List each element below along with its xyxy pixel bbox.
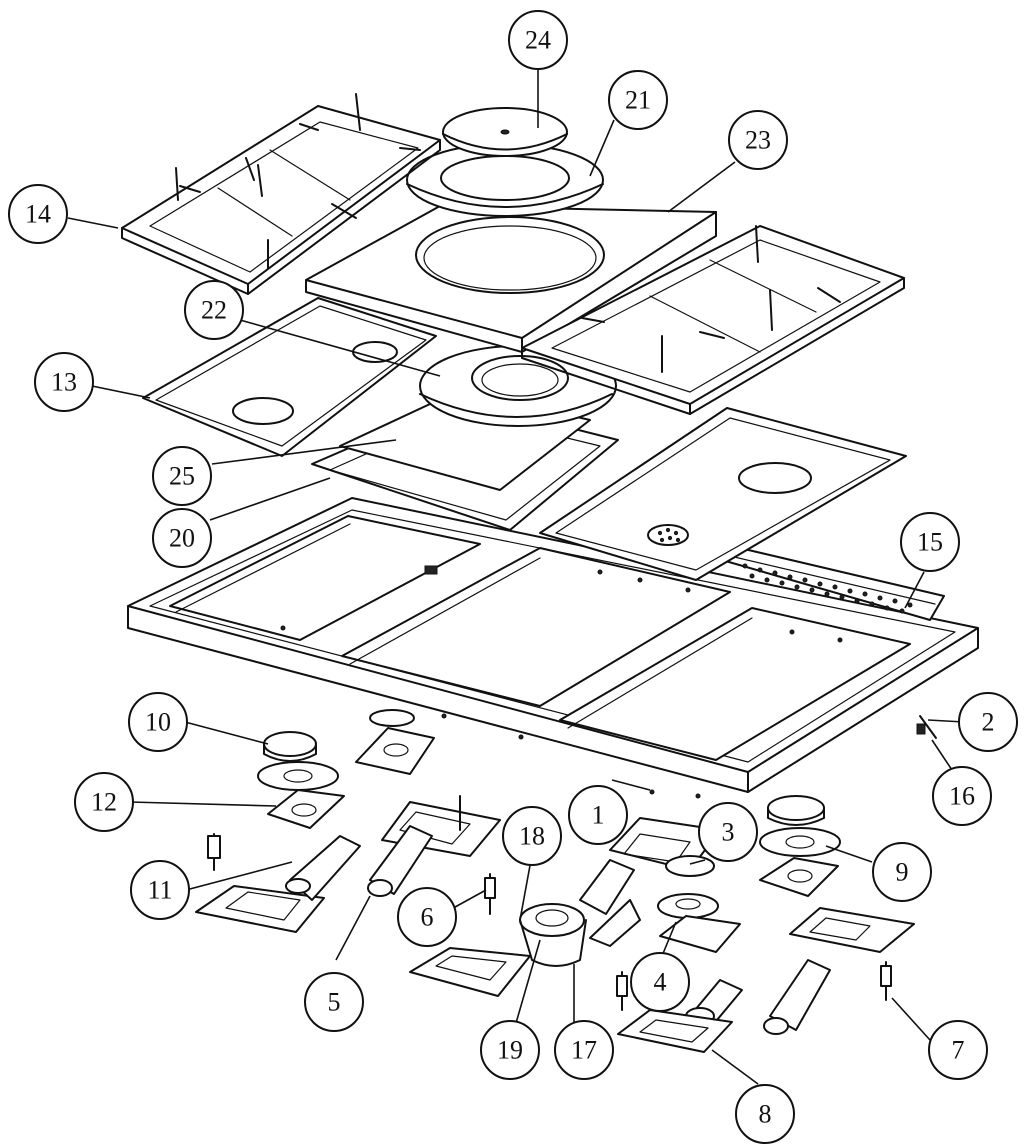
callout-22: 22 — [184, 280, 244, 340]
callout-label-23: 23 — [745, 126, 771, 155]
rear-burner-bracket — [355, 709, 435, 775]
right-drip-tray — [539, 407, 907, 581]
callout-label-11: 11 — [147, 876, 172, 905]
left-drip-tray — [142, 297, 437, 457]
main-frame — [127, 497, 979, 799]
left-burner-cap — [257, 731, 339, 791]
callout-label-13: 13 — [51, 368, 77, 397]
griddle-ring — [406, 143, 604, 217]
callout-label-3: 3 — [722, 818, 735, 847]
callout-label-5: 5 — [328, 988, 341, 1017]
left-valve-assembly — [195, 795, 501, 933]
callout-14: 14 — [8, 184, 68, 244]
callout-label-21: 21 — [625, 86, 651, 115]
callout-23: 23 — [728, 110, 788, 170]
callout-11: 11 — [130, 860, 190, 920]
callout-label-17: 17 — [571, 1036, 597, 1065]
callout-25: 25 — [152, 446, 212, 506]
callout-label-25: 25 — [169, 462, 195, 491]
callout-1: 1 — [568, 785, 628, 845]
leader-lines — [67, 60, 965, 1085]
callout-label-10: 10 — [145, 708, 171, 737]
callout-2: 2 — [958, 692, 1018, 752]
cover-disc — [442, 107, 568, 157]
callout-19: 19 — [480, 1020, 540, 1080]
right-burner-assembly — [616, 715, 937, 1053]
callout-label-1: 1 — [592, 801, 605, 830]
callout-label-19: 19 — [497, 1036, 523, 1065]
callout-label-24: 24 — [525, 26, 551, 55]
callout-label-8: 8 — [759, 1100, 772, 1129]
left-burner-bracket — [267, 789, 345, 829]
callout-20: 20 — [152, 508, 212, 568]
callout-8: 8 — [735, 1084, 795, 1144]
callout-label-7: 7 — [952, 1036, 965, 1065]
callout-12: 12 — [74, 772, 134, 832]
callout-label-14: 14 — [25, 200, 51, 229]
callout-label-12: 12 — [91, 788, 117, 817]
callout-21: 21 — [608, 70, 668, 130]
callout-label-16: 16 — [949, 782, 975, 811]
callout-label-6: 6 — [421, 903, 434, 932]
callout-17: 17 — [554, 1020, 614, 1080]
callout-3: 3 — [698, 802, 758, 862]
callout-24: 24 — [508, 10, 568, 70]
callout-7: 7 — [928, 1020, 988, 1080]
callout-18: 18 — [502, 806, 562, 866]
callout-9: 9 — [872, 842, 932, 902]
center-burner-assembly — [409, 817, 741, 997]
right-grate — [521, 225, 905, 415]
left-grate — [121, 93, 441, 295]
callout-5: 5 — [304, 972, 364, 1032]
callout-label-4: 4 — [654, 968, 667, 997]
callout-label-2: 2 — [982, 708, 995, 737]
callout-15: 15 — [900, 512, 960, 572]
callout-6: 6 — [397, 887, 457, 947]
callout-label-15: 15 — [917, 528, 943, 557]
callout-13: 13 — [34, 352, 94, 412]
callout-label-18: 18 — [519, 822, 545, 851]
callout-10: 10 — [128, 692, 188, 752]
callout-label-20: 20 — [169, 524, 195, 553]
callout-label-22: 22 — [201, 296, 227, 325]
callout-16: 16 — [932, 766, 992, 826]
callout-4: 4 — [630, 952, 690, 1012]
callout-label-9: 9 — [896, 858, 909, 887]
burner-ring — [419, 345, 617, 427]
